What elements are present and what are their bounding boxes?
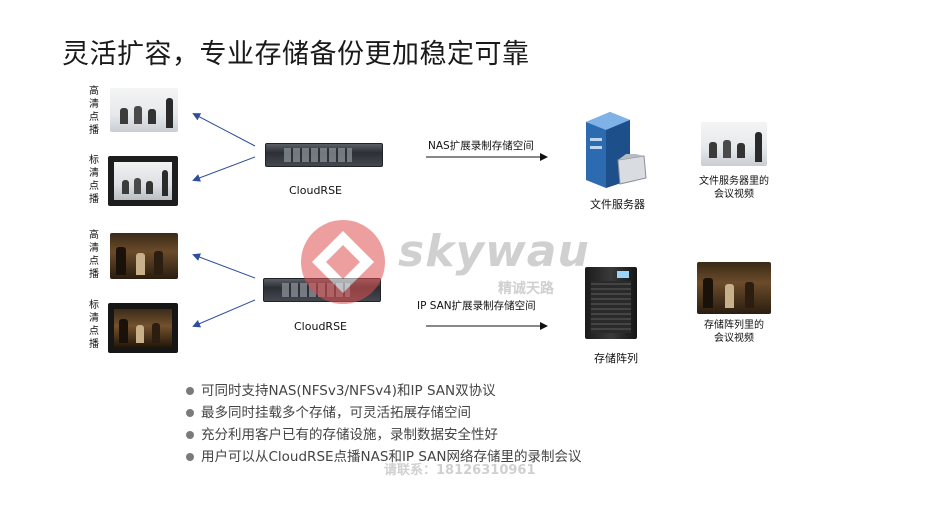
bullet-dot-icon [186,387,194,395]
bullet-dot-icon [186,453,194,461]
client-label-hd-2: 高清点播 [89,230,99,280]
arrow-to-sd-2 [192,299,256,328]
arrow-to-hd-1 [192,113,256,147]
watermark-contact: 请联系：18126310961 [384,463,536,478]
feature-item: 充分利用客户已有的存储设施，录制数据安全性好 [186,424,582,446]
sd-playback-thumbnail-2 [108,303,178,353]
san-link-label: IP SAN扩展录制存储空间 [417,300,536,312]
feature-item: 可同时支持NAS(NFSv3/NFSv4)和IP SAN双协议 [186,380,582,402]
storage-array-icon [585,267,637,339]
storage-array-label: 存储阵列 [594,352,638,365]
watermark-brand-cn: 精诚天路 [498,281,554,297]
client-label-sd-2: 标清点播 [89,300,99,350]
file-server-video-label: 文件服务器里的 会议视频 [699,176,769,200]
file-server-label: 文件服务器 [590,198,645,211]
array-video-thumbnail [697,262,771,314]
file-server-video-thumbnail [701,122,767,166]
feature-item: 最多同时挂载多个存储，可灵活拓展存储空间 [186,402,582,424]
bullet-dot-icon [186,409,194,417]
feature-item: 用户可以从CloudRSE点播NAS和IP SAN网络存储里的录制会议 [186,446,582,468]
watermark-brand: skywau [398,226,590,277]
file-server-icon [586,112,647,188]
cloudrse-server-1 [265,143,383,167]
cloudrse-server-2-label: CloudRSE [294,320,347,333]
feature-list: 可同时支持NAS(NFSv3/NFSv4)和IP SAN双协议 最多同时挂载多个… [186,380,582,468]
hd-playback-thumbnail-2 [110,233,178,279]
array-video-label: 存储阵列里的 会议视频 [704,320,764,344]
bullet-dot-icon [186,431,194,439]
page-title: 灵活扩容，专业存储备份更加稳定可靠 [62,39,530,70]
client-label-hd-1: 高清点播 [89,86,99,136]
hd-playback-thumbnail-1 [110,88,178,132]
arrow-to-sd-1 [192,156,256,182]
arrow-to-hd-2 [192,253,256,279]
sd-playback-thumbnail-1 [108,156,178,206]
nas-link-label: NAS扩展录制存储空间 [428,140,534,152]
cloudrse-server-1-label: CloudRSE [289,184,342,197]
watermark-logo [301,220,385,304]
client-label-sd-1: 标清点播 [89,155,99,205]
